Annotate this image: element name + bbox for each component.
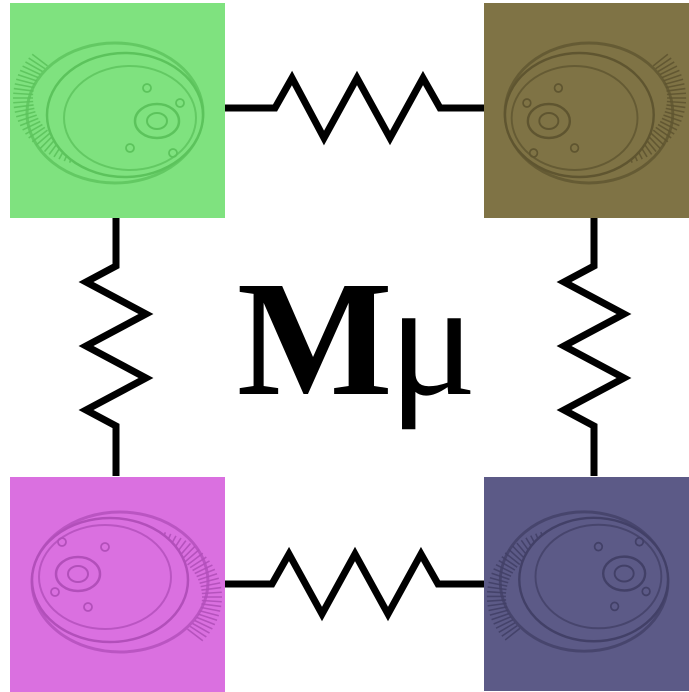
spring-right (564, 218, 624, 476)
logo-letter-mu: μ (389, 256, 473, 421)
part-image-bottom-right (484, 477, 689, 691)
part-image (484, 477, 689, 691)
spring-left (86, 218, 146, 476)
logo-letter-m: M (237, 256, 389, 421)
part-image (10, 3, 225, 218)
spring-top (225, 78, 484, 138)
part-image-top-left (10, 3, 225, 218)
part-image-top-right (484, 3, 689, 218)
spring-bottom (225, 554, 484, 614)
part-image-bottom-left (10, 477, 225, 692)
part-image (484, 3, 689, 218)
part-image (10, 477, 225, 692)
